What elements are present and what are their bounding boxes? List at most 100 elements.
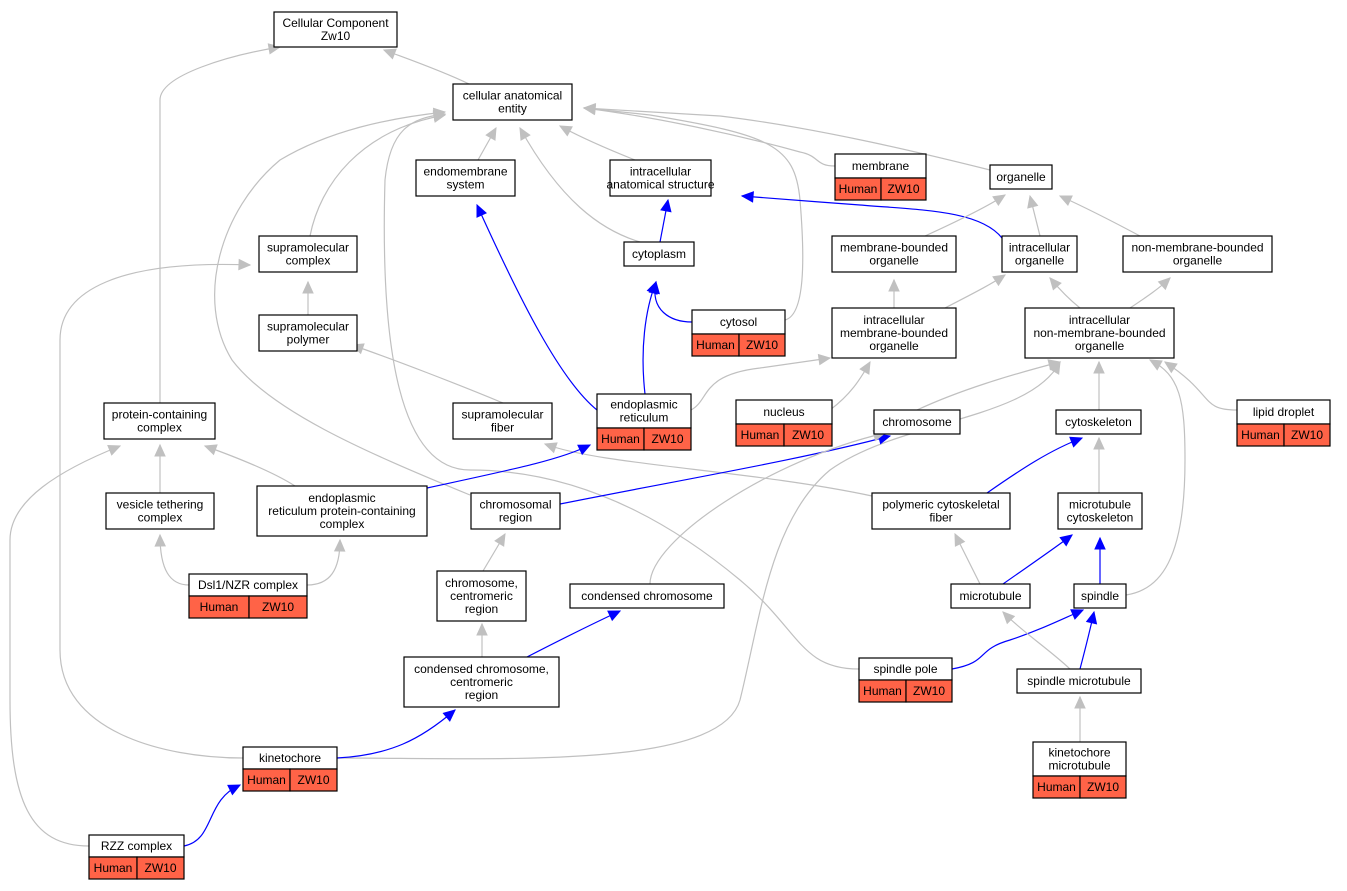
gene-cell: [880, 177, 927, 201]
edge-line: [741, 195, 1003, 239]
node-organelle[interactable]: organelle: [989, 164, 1053, 190]
node-label: cytoplasm: [632, 247, 686, 261]
edge-line: [1125, 359, 1186, 596]
edge-arrowhead: [817, 353, 832, 366]
node-condchrom[interactable]: condensed chromosome: [569, 583, 725, 609]
edge-arrowhead: [1148, 359, 1163, 371]
gene-cell: [783, 423, 833, 447]
edge-arrowhead: [577, 444, 592, 456]
edge-kinetochore-to-cae: [59, 258, 252, 759]
edge-spole-to-spindle: [951, 609, 1085, 670]
node-cytoskeleton[interactable]: cytoskeleton: [1055, 409, 1142, 435]
node-box: [834, 153, 927, 179]
node-label: organelle: [1015, 254, 1065, 268]
edge-arrowhead: [859, 360, 871, 375]
gene-label: ZW10: [746, 338, 778, 352]
node-label: chromosome: [882, 415, 952, 429]
node-label: membrane-bounded: [840, 241, 948, 255]
node-box: [273, 11, 398, 48]
edge-cccr-to-condchrom: [526, 610, 622, 658]
edge-line: [649, 432, 886, 585]
edge-smt-to-microtubule: [1002, 611, 1071, 670]
edge-line: [159, 534, 190, 586]
node-label: condensed chromosome: [581, 589, 713, 603]
species-label: Human: [601, 432, 640, 446]
edge-microtubule-to-mtcs: [1002, 534, 1073, 585]
node-label: chromosomal: [479, 498, 551, 512]
node-label: chromosome,: [445, 576, 518, 590]
node-cytoplasm[interactable]: cytoplasm: [623, 241, 695, 267]
edge-cytoskeleton-to-inmbo: [1093, 360, 1105, 410]
edge-arrowhead: [1058, 195, 1073, 207]
gene-cell: [136, 856, 185, 880]
edge-smp-to-smc: [302, 280, 314, 315]
edge-io-to-ias: [740, 191, 1003, 239]
node-spindle[interactable]: spindle: [1073, 583, 1127, 609]
edge-pcf-to-cytoskeleton: [986, 436, 1084, 494]
edge-arrowhead: [1094, 536, 1106, 550]
edge-arrowhead: [227, 784, 242, 796]
node-label: membrane: [852, 159, 910, 173]
node-inmbo[interactable]: intracellularnon-membrane-boundedorganel…: [1024, 307, 1175, 359]
node-microtubule[interactable]: microtubule: [950, 583, 1031, 609]
gene-cell: [738, 333, 786, 357]
node-label: intracellular: [1009, 241, 1070, 255]
node-label: fiber: [929, 511, 952, 525]
node-chromosome[interactable]: chromosome: [873, 409, 961, 435]
edge-spindle-to-inmbo: [1125, 359, 1186, 596]
edge-line: [583, 107, 836, 167]
edge-vtc-to-pcc: [154, 443, 166, 493]
edge-mtcs-to-cytoskeleton: [1093, 436, 1105, 493]
species-label: Human: [200, 600, 239, 614]
node-box: [950, 583, 1031, 609]
edge-arrowhead: [1049, 360, 1061, 375]
gene-label: ZW10: [144, 861, 176, 875]
node-box: [596, 393, 692, 429]
node-box: [1016, 668, 1142, 694]
gene-label: ZW10: [887, 182, 919, 196]
edge-line: [351, 344, 504, 404]
edge-inmbo-to-io: [1049, 277, 1081, 309]
edge-arrowhead: [1069, 436, 1084, 448]
node-box: [1032, 741, 1127, 777]
node-box: [256, 485, 428, 537]
node-label: endoplasmic: [308, 491, 375, 505]
gene-cell: [643, 427, 692, 451]
edge-arrowhead: [992, 194, 1007, 207]
edge-cytoplasm-to-cae: [519, 126, 641, 243]
edge-line: [690, 357, 831, 411]
edge-arrowhead: [1093, 360, 1105, 374]
edge-arrowhead: [1002, 611, 1016, 625]
node-smt[interactable]: spindle microtubule: [1016, 668, 1142, 694]
